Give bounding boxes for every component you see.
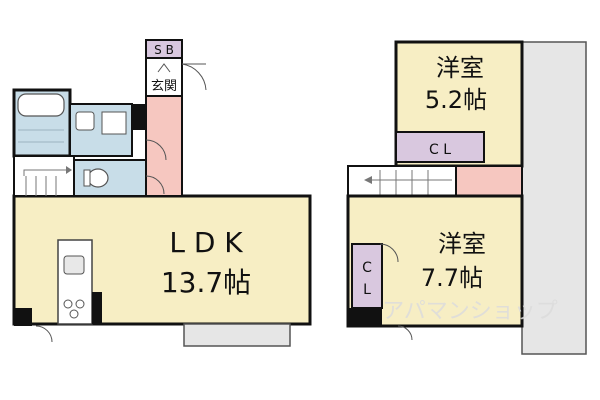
closet-2-label-top: C bbox=[362, 260, 372, 276]
stair-arrow-icon bbox=[23, 169, 66, 176]
hallway bbox=[145, 95, 183, 197]
toilet-icon bbox=[87, 168, 109, 188]
kitchen-counter bbox=[57, 239, 93, 325]
entrance-label: 玄関 bbox=[151, 79, 177, 94]
room-1-size: 5.2帖 bbox=[425, 86, 487, 114]
closet-2-label-bottom: L bbox=[363, 282, 371, 298]
ldk-label: L D K bbox=[169, 226, 243, 259]
watermark-text: アパマンショップ bbox=[382, 299, 558, 324]
room-2-size: 7.7帖 bbox=[421, 264, 483, 292]
first-floor: S B 玄関 L D K 13.7帖 bbox=[12, 39, 312, 347]
stove-icon bbox=[75, 299, 85, 309]
bathtub-icon bbox=[17, 93, 65, 117]
room-1-label: 洋室 bbox=[436, 54, 484, 82]
closet-1-label: C L bbox=[429, 142, 451, 158]
wall-pillar bbox=[14, 308, 32, 326]
ldk-size: 13.7帖 bbox=[161, 266, 251, 299]
balcony bbox=[183, 323, 291, 347]
upper-staircase bbox=[347, 165, 457, 197]
toilet-tank-icon bbox=[83, 169, 91, 187]
second-floor: C L 洋室 5.2帖 C L 洋室 7.7帖 bbox=[346, 40, 587, 355]
door-swing bbox=[379, 243, 399, 263]
front-door-swing bbox=[181, 63, 207, 91]
washing-machine-icon bbox=[101, 111, 127, 135]
sink-icon bbox=[63, 255, 85, 275]
stove-icon bbox=[69, 309, 79, 319]
door-swing bbox=[145, 139, 167, 161]
stove-icon bbox=[63, 299, 73, 309]
washbasin-icon bbox=[75, 111, 95, 131]
closet-1 bbox=[395, 131, 485, 163]
door-swing bbox=[145, 175, 165, 195]
closet-2 bbox=[351, 243, 383, 309]
entrance-arrow-icon bbox=[157, 63, 171, 73]
kitchen-pillar bbox=[92, 292, 102, 324]
wall-pillar bbox=[132, 104, 146, 130]
stair-arrow-head-icon bbox=[66, 166, 72, 174]
roof-balcony bbox=[521, 41, 587, 355]
door-swing bbox=[35, 325, 53, 343]
upper-hallway bbox=[455, 165, 523, 197]
door-swing bbox=[397, 325, 413, 341]
sb-label: S B bbox=[154, 43, 174, 57]
staircase bbox=[13, 155, 75, 197]
wall-pillar bbox=[348, 308, 382, 326]
room-2-label: 洋室 bbox=[438, 230, 486, 258]
stair-arrow-head-icon bbox=[364, 176, 372, 184]
